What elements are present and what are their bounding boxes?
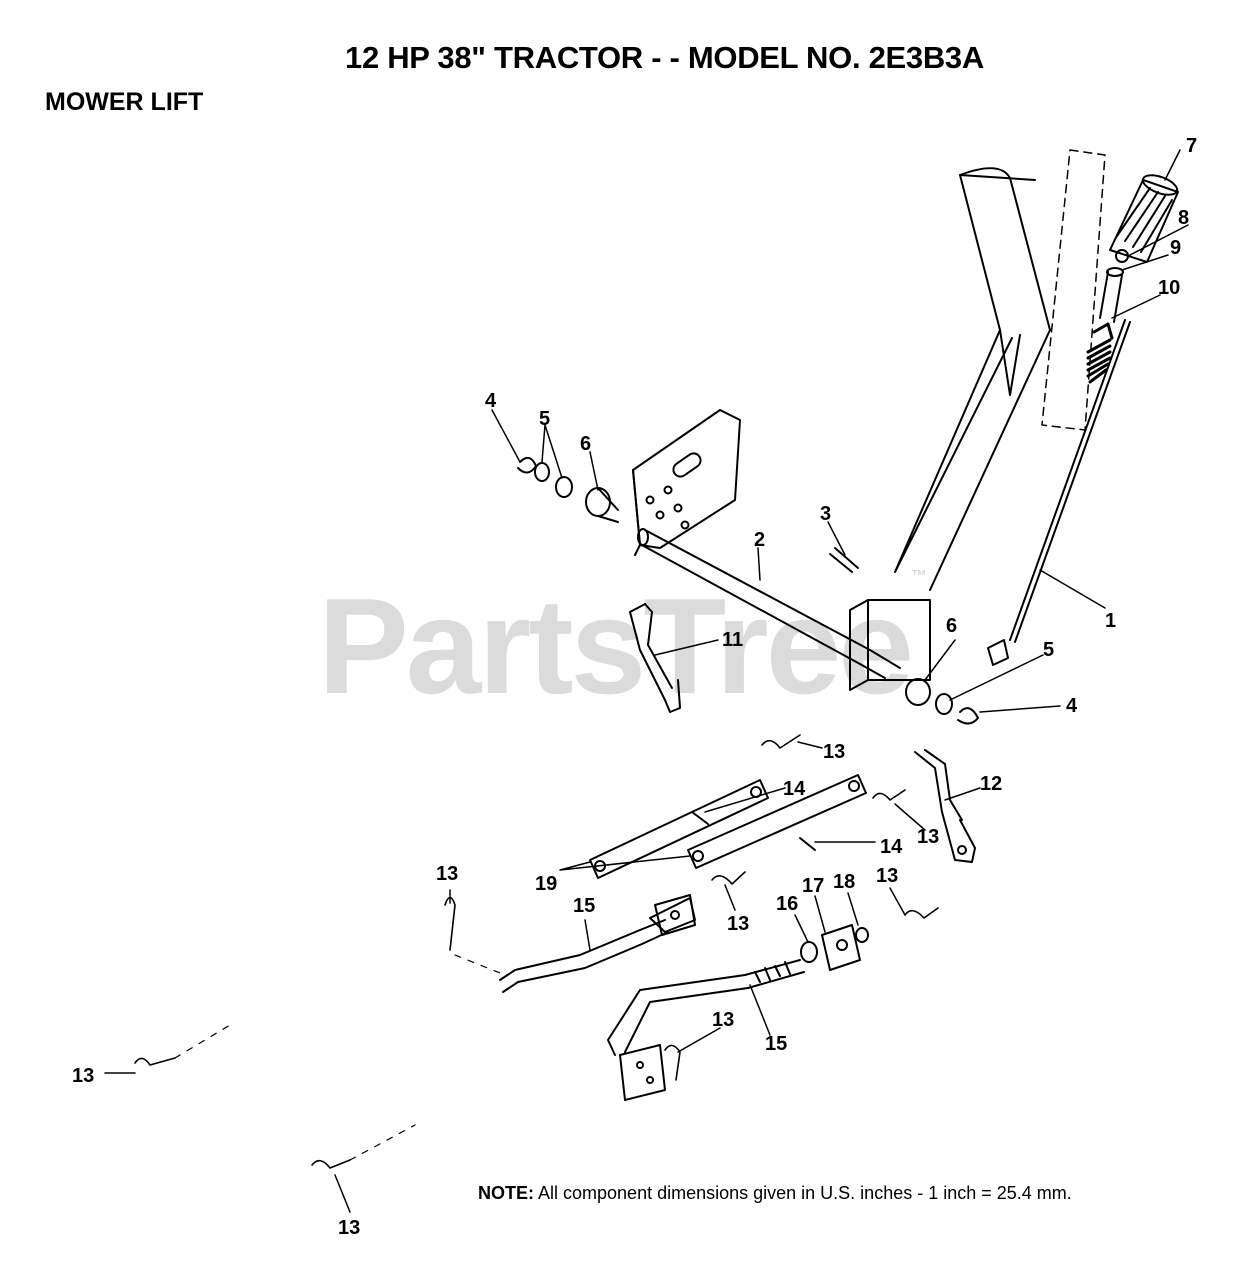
lift-arm-right: [914, 749, 976, 863]
callout-5-left: 5: [539, 408, 550, 430]
adjuster-nut: [800, 941, 818, 963]
callout-13-f: 13: [712, 1009, 734, 1031]
left-shaft-hardware: [517, 456, 619, 523]
callout-2: 2: [754, 529, 765, 551]
page-title: 12 HP 38" TRACTOR - - MODEL NO. 2E3B3A: [345, 40, 984, 75]
callout-13-d: 13: [727, 913, 749, 935]
watermark-text: PartsTree: [318, 570, 914, 722]
right-shaft-hardware: [905, 678, 979, 725]
note-label: NOTE:: [478, 1183, 534, 1203]
callout-15-a: 15: [573, 895, 595, 917]
callout-6-left: 6: [580, 433, 591, 455]
mounting-bracket: [632, 409, 741, 556]
callout-13-g: 13: [72, 1065, 94, 1087]
adjustment-rod-lower: [607, 959, 805, 1056]
callout-14-a: 14: [783, 778, 806, 800]
note-text: All component dimensions given in U.S. i…: [538, 1183, 1072, 1203]
callout-13-c: 13: [436, 863, 458, 885]
callout-11: 11: [722, 629, 743, 651]
callout-labels: 7 8 9 10 4 5 6 3 2 1 6 5 4 11 13 14 12 1…: [72, 135, 1197, 1239]
callout-3: 3: [820, 503, 831, 525]
lift-rod: [987, 319, 1131, 666]
callout-10: 10: [1158, 277, 1180, 299]
watermark: PartsTree™: [318, 568, 927, 724]
lift-handle: [849, 167, 1051, 691]
dashed-leaders: [174, 954, 506, 1161]
callout-5-right: 5: [1043, 639, 1054, 661]
callout-19: 19: [535, 873, 557, 895]
lift-arm-left: [629, 603, 681, 713]
button-sleeve: [1099, 267, 1124, 323]
callout-4-right: 4: [1066, 695, 1078, 717]
callout-15-b: 15: [765, 1033, 787, 1055]
handle-spring: [1086, 322, 1114, 384]
link-pin: [691, 811, 709, 825]
callout-1: 1: [1105, 610, 1116, 632]
callout-8: 8: [1178, 207, 1189, 229]
handle-grip: [1109, 174, 1179, 263]
lower-bracket-plate: [619, 1044, 666, 1101]
dimension-note: NOTE: All component dimensions given in …: [478, 1183, 1118, 1204]
callout-13-b: 13: [917, 826, 939, 848]
callout-14-b: 14: [880, 836, 903, 858]
callout-12: 12: [980, 773, 1002, 795]
callout-16: 16: [776, 893, 798, 915]
lift-link-lower: [687, 774, 867, 869]
callout-7: 7: [1186, 135, 1197, 157]
trunnion-washer: [855, 927, 869, 943]
callout-17: 17: [802, 875, 824, 897]
rod-connector: [654, 894, 696, 936]
callout-13-e: 13: [876, 865, 898, 887]
callout-9: 9: [1170, 237, 1181, 259]
callout-13-h: 13: [338, 1217, 360, 1239]
callout-18: 18: [833, 871, 855, 893]
washer: [1115, 249, 1129, 263]
callout-6-right: 6: [946, 615, 957, 637]
link-pin-2: [799, 837, 816, 851]
cross-shaft: [637, 528, 901, 679]
section-title: MOWER LIFT: [45, 88, 204, 116]
trunnion-block: [821, 924, 861, 971]
callout-leaders: [104, 149, 1189, 1213]
callout-4-left: 4: [485, 390, 497, 412]
watermark-trademark: ™: [910, 568, 927, 585]
callout-13-a: 13: [823, 741, 845, 763]
cotter-pin: [829, 547, 859, 573]
phantom-handle-outline: [1041, 149, 1106, 431]
adjustment-rod-upper: [499, 897, 696, 993]
